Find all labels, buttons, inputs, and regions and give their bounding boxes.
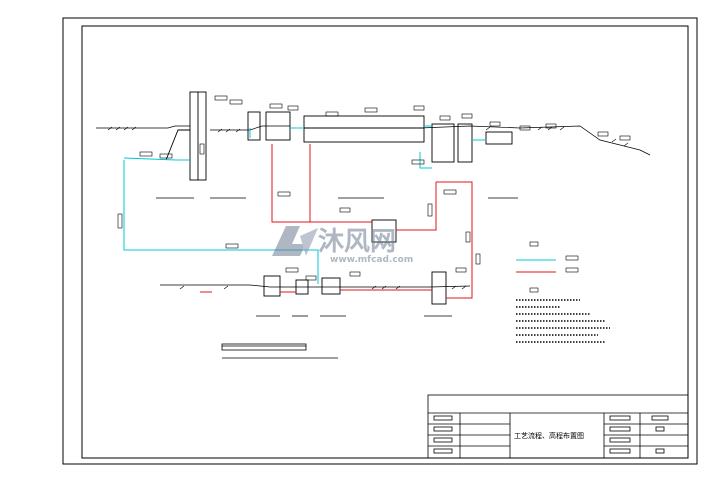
watermark: 沐风网 www.mfcad.com [272,226,413,265]
mf-logo-icon [272,226,318,256]
thickener [263,275,281,297]
watermark-brand: 沐风网 [318,227,396,257]
inner-frame [81,25,689,459]
outfall-box [485,131,513,145]
notes-block [516,299,610,343]
sludge-pump-house [371,219,397,243]
note-box [221,343,307,351]
drawing-title: 工艺流程、高程布置图 [514,431,584,440]
secondary-clarifier [431,123,455,163]
ground-profile [96,125,651,288]
watermark-url: www.mfcad.com [330,255,413,265]
elevation-tags [117,95,631,293]
process-structures [165,91,513,305]
title-block [427,394,689,459]
sludge-well [321,277,341,295]
grit-chamber [247,111,261,141]
dewatering-house [431,271,447,305]
distribution-well [265,111,291,141]
sludge-flow-lines [200,144,556,299]
ground-hatch [107,126,629,290]
digester [295,279,309,295]
aeration-tank [303,115,425,143]
section-labels [156,197,518,359]
clarifier-2 [457,123,473,163]
outer-frame [62,17,698,465]
water-flow-lines [123,125,556,284]
